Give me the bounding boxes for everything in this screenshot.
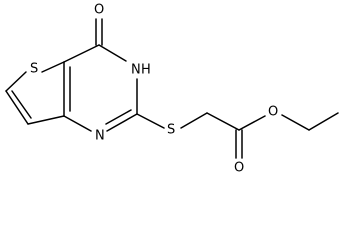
atom-label-ester-oxygen-single: O [268, 105, 278, 120]
bond-thiophene-c-c-double-inner [11, 90, 32, 119]
bond-thiophene-bottom [27, 115, 65, 125]
bond-carbonyl-carbon-ring-junction-top [63, 44, 100, 63]
atom-label-thiophene-sulfur: S [30, 62, 38, 77]
chemical-structure-diagram: O N H S N S O O [5, 3, 339, 176]
atom-label-layer: O N H S N S O O [30, 3, 278, 176]
bond-ch2-ester-carbon [206, 112, 240, 131]
atom-label-hydrogen-on-n: H [141, 63, 151, 78]
bond-n3-ring-junction-bottom [63, 115, 92, 132]
atom-label-nitrogen-h: N [131, 63, 141, 78]
atom-label-ester-oxygen-double: O [234, 161, 244, 176]
atom-label-thioether-sulfur: S [167, 123, 175, 138]
atom-label-oxygen-carbonyl: O [94, 3, 104, 18]
bond-thioether-s-ch2 [180, 112, 208, 129]
bond-layer [5, 18, 339, 159]
bond-c2-thioether-s [136, 113, 165, 129]
bond-ethyl-ch2-ch3 [308, 112, 339, 131]
bond-thiophene-c-c-double [5, 90, 29, 125]
atom-label-nitrogen-lower: N [95, 129, 105, 144]
bond-c2-n3-double-inner [105, 109, 132, 125]
bond-thiophene-s-left [5, 71, 27, 92]
bond-carbonyl-carbon-nh [98, 44, 127, 62]
chemical-structure-canvas: O N H S N S O O [5, 2, 339, 176]
bond-thiophene-s-top [41, 61, 65, 73]
bond-ester-carbon-single-o [238, 115, 266, 131]
bond-c2-n3-single [106, 113, 138, 132]
bond-ester-o-ethyl [281, 114, 310, 131]
